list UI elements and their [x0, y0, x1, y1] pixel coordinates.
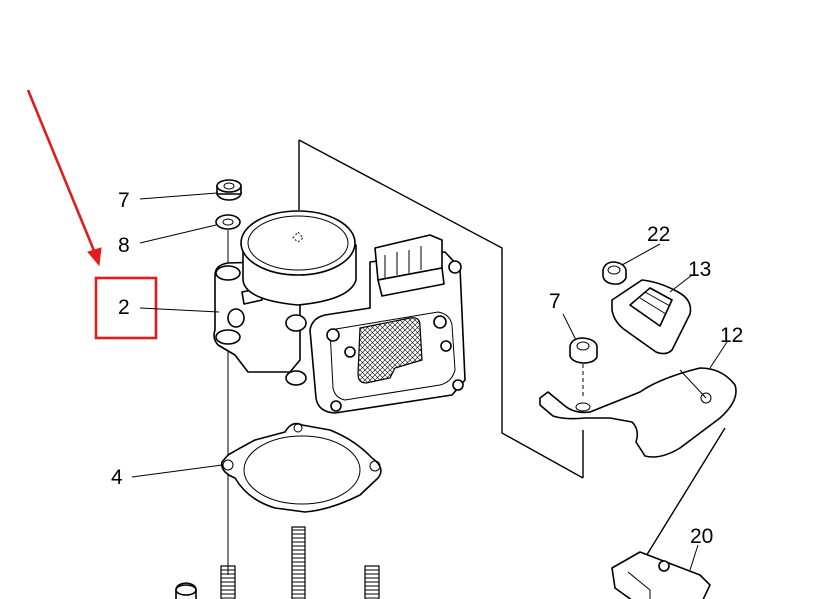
callout-4: 4 — [111, 466, 123, 489]
callout-8: 8 — [118, 234, 130, 257]
assembly-frame-lines — [298, 139, 584, 479]
nut-top-part — [216, 179, 242, 201]
callout-13: 13 — [688, 258, 711, 281]
leader-lines — [131, 192, 728, 571]
connector-part — [611, 551, 711, 599]
washer-part — [215, 214, 241, 230]
callout-12: 12 — [720, 324, 743, 347]
highlight-arrow — [26, 89, 102, 267]
studs-part — [175, 526, 380, 599]
callout-2: 2 — [118, 296, 130, 319]
highlight-box — [94, 276, 158, 340]
gasket-part — [220, 422, 382, 513]
callout-7-top: 7 — [118, 189, 130, 212]
callout-7-bracket: 7 — [549, 290, 561, 313]
nut-bracket-part — [569, 337, 598, 364]
cap-nut-part — [602, 261, 627, 285]
sensor-cover-part — [611, 279, 692, 355]
callout-20: 20 — [690, 525, 713, 548]
bracket-part — [539, 367, 737, 458]
throttle-body-part — [213, 210, 466, 414]
bracket-hole-line — [679, 369, 707, 399]
callout-22: 22 — [647, 223, 670, 246]
